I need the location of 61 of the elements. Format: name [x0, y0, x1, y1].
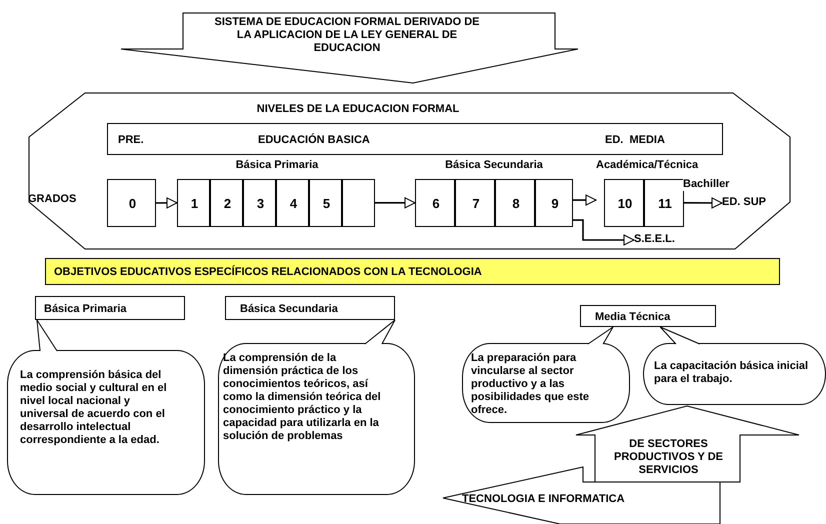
grade-cell	[107, 179, 156, 227]
level-label: ED. SUP	[722, 196, 768, 209]
box-text: Básica Primaria	[44, 303, 128, 316]
grade-cell	[644, 179, 684, 227]
grade-cell	[342, 179, 375, 227]
grade-number: 4	[288, 197, 298, 210]
box-text: OBJETIVOS EDUCATIVOS ESPECÍFICOS RELACIONADOS CON LA TECNOLOGIA	[54, 266, 483, 279]
box-text: Media Técnica	[595, 311, 672, 324]
arrow	[573, 194, 596, 206]
box-text: Básica Secundaria	[240, 303, 339, 316]
callout-tail	[588, 326, 614, 344]
grade-number: 9	[550, 197, 560, 210]
grade-number: 5	[322, 197, 332, 210]
group-heading: Académica/Técnica	[596, 159, 700, 172]
speech-bubble	[462, 343, 630, 423]
grade-number: 0	[128, 197, 138, 210]
bubble-text: La comprensión básica del medio social y cultural en el nivel local nacional y universal de acuerdo con el desarrollo intelectual correspondiente a la edad.	[20, 369, 168, 447]
grade-number: 11	[657, 197, 673, 210]
box-text: NIVELES DE LA EDUCACION FORMAL	[256, 103, 460, 116]
grade-number: 1	[190, 197, 200, 210]
box-text: PRE.	[118, 134, 145, 147]
grade-cell	[495, 179, 535, 227]
grade-cell	[455, 179, 495, 227]
level-label: S.E.E.L.	[634, 233, 676, 246]
grade-cell	[243, 179, 276, 227]
grade-number: 7	[471, 197, 481, 210]
grade-cell	[415, 179, 455, 227]
grade-cell	[535, 179, 573, 227]
box-text: EDUCACIÓN BASICA	[258, 134, 371, 147]
box-text: TECNOLOGIA E INFORMATICA	[462, 493, 626, 506]
box-text: ED. MEDIA	[605, 134, 666, 147]
grade-cell	[210, 179, 243, 227]
bubble-text: La capacitación básica inicial para el trabajo.	[654, 360, 810, 386]
edge-label: Bachiller	[683, 178, 730, 191]
grade-number: 8	[511, 197, 521, 210]
bubble-text: La comprensión de la dimensión práctica de los conocimientos teóricos, así como la dimensión teórica del conocimiento práctico y la capacidad para utilizarla en la solución de problemas	[223, 352, 382, 443]
level-band	[107, 123, 723, 155]
speech-bubble	[218, 343, 415, 495]
bubble-text: La preparación para vincularse al sector productivo y a las posibilidades que este ofrece.	[471, 352, 590, 417]
grade-cell	[604, 179, 644, 227]
grade-cell	[276, 179, 309, 227]
group-heading: Básica Secundaria	[444, 159, 544, 172]
box-text: DE SECTORES PRODUCTIVOS Y DE SERVICIOS	[612, 438, 724, 477]
callout-tail	[364, 320, 396, 344]
speech-bubble	[7, 350, 205, 495]
grade-number: 3	[256, 197, 266, 210]
objectives-banner	[45, 258, 780, 285]
callout-tail	[660, 326, 700, 344]
grade-number: 2	[222, 197, 232, 210]
box-text: SISTEMA DE EDUCACION FORMAL DERIVADO DE LA APLICACION DE LA LEY GENERAL DE EDUCACION	[213, 16, 481, 55]
arrow	[156, 197, 178, 208]
arrow	[684, 197, 722, 208]
grade-cell	[309, 179, 342, 227]
row-label: GRADOS	[28, 193, 76, 206]
group-heading: Básica Primaria	[234, 159, 320, 172]
callout-tail	[36, 320, 58, 352]
arrow	[375, 197, 416, 208]
arrow	[573, 219, 634, 246]
grade-number: 10	[616, 197, 634, 210]
grade-number: 6	[431, 197, 441, 210]
grade-cell	[177, 179, 210, 227]
